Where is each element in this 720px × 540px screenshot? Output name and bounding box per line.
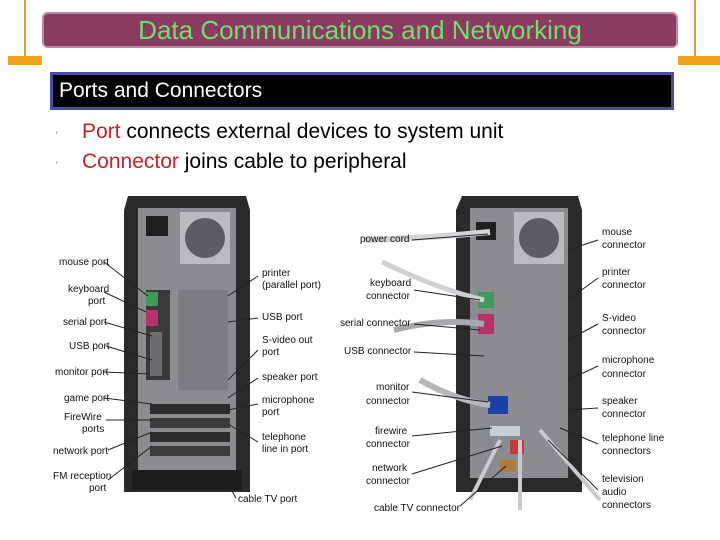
- bullet-list: ′ Port connects external devices to syst…: [56, 120, 676, 180]
- slide-title-bar: Data Communications and Networking: [42, 12, 678, 48]
- label-firewire-1: FireWire: [64, 412, 102, 423]
- label-serial-connector: serial connector: [340, 318, 411, 329]
- label-svideo-connector-2: connector: [602, 326, 646, 337]
- right-tower-image: [363, 196, 602, 510]
- section-heading: Ports and Connectors: [59, 79, 263, 102]
- label-printer-connector-2: connector: [602, 280, 646, 291]
- label-telephone-connector-1: telephone line: [602, 433, 665, 444]
- label-mouse-connector-1: mouse: [602, 227, 633, 238]
- label-speaker-port: speaker port: [262, 372, 318, 383]
- label-tv-audio-connector-3: connectors: [602, 500, 651, 511]
- label-microphone-port-1: microphone: [262, 395, 315, 406]
- label-usb-port: USB port: [69, 341, 110, 352]
- bullet-icon: ′: [56, 160, 58, 170]
- bullet-text: joins cable to peripheral: [178, 150, 407, 173]
- bullet-item: ′ Connector joins cable to peripheral: [56, 150, 676, 180]
- label-svideo-1: S-video out: [262, 335, 313, 346]
- left-tower-image: [124, 196, 250, 492]
- bullet-text: connects external devices to system unit: [120, 120, 504, 143]
- label-game-port: game port: [64, 393, 110, 404]
- label-printer-port-2: (parallel port): [262, 280, 321, 291]
- label-cable-tv-port: cable TV port: [238, 494, 298, 505]
- label-tv-audio-connector-2: audio: [602, 487, 627, 498]
- decor-orange-bar-left: [8, 56, 42, 65]
- label-monitor-connector-2: connector: [366, 396, 410, 407]
- label-keyboard-port-2: port: [88, 296, 106, 307]
- decor-vertical-line-right: [694, 0, 696, 56]
- label-power-cord: power cord: [360, 234, 410, 245]
- label-tv-audio-connector-1: television: [602, 474, 644, 485]
- label-mouse-connector-2: connector: [602, 240, 646, 251]
- label-monitor-port: monitor port: [55, 367, 109, 378]
- label-telephone-port-2: line in port: [262, 444, 309, 455]
- bullet-icon: ′: [56, 130, 58, 140]
- label-firewire-connector-1: firewire: [375, 426, 408, 437]
- bullet-term: Port: [82, 120, 121, 143]
- label-svideo-connector-1: S-video: [602, 313, 636, 324]
- decor-orange-bar-right: [678, 56, 720, 65]
- label-telephone-connector-2: connectors: [602, 446, 651, 457]
- label-serial-port: serial port: [63, 317, 107, 328]
- label-printer-connector-1: printer: [602, 267, 631, 278]
- label-microphone-port-2: port: [262, 407, 280, 418]
- label-firewire-connector-2: connector: [366, 439, 410, 450]
- label-firewire-2: ports: [82, 424, 105, 435]
- label-fm-reception-1: FM reception: [53, 471, 112, 482]
- label-network-connector-2: connector: [366, 476, 410, 487]
- section-heading-bar: Ports and Connectors: [50, 72, 674, 110]
- label-monitor-connector-1: monitor: [376, 382, 410, 393]
- label-telephone-port-1: telephone: [262, 432, 306, 443]
- label-network-connector-1: network: [372, 463, 408, 474]
- label-cable-tv-connector: cable TV connector: [374, 503, 460, 514]
- slide-title: Data Communications and Networking: [138, 14, 582, 45]
- label-fm-reception-2: port: [89, 483, 107, 494]
- label-svideo-2: port: [262, 347, 280, 358]
- bullet-item: ′ Port connects external devices to syst…: [56, 120, 676, 150]
- label-network-port: network port: [53, 446, 109, 457]
- label-speaker-connector-2: connector: [602, 409, 646, 420]
- leader-lines: [103, 233, 599, 507]
- label-speaker-connector-1: speaker: [602, 396, 638, 407]
- decor-vertical-line-left: [24, 0, 26, 56]
- label-microphone-connector-2: connector: [602, 369, 646, 380]
- bullet-term: Connector: [82, 150, 179, 173]
- label-keyboard-connector-1: keyboard: [370, 278, 412, 289]
- label-keyboard-connector-2: connector: [366, 291, 410, 302]
- label-usb-connector: USB connector: [344, 346, 412, 357]
- label-mouse-port: mouse port: [59, 257, 110, 268]
- label-usb-port-right: USB port: [262, 312, 303, 323]
- label-microphone-connector-1: microphone: [602, 355, 655, 366]
- label-printer-port-1: printer: [262, 268, 291, 279]
- label-keyboard-port-1: keyboard: [68, 284, 110, 295]
